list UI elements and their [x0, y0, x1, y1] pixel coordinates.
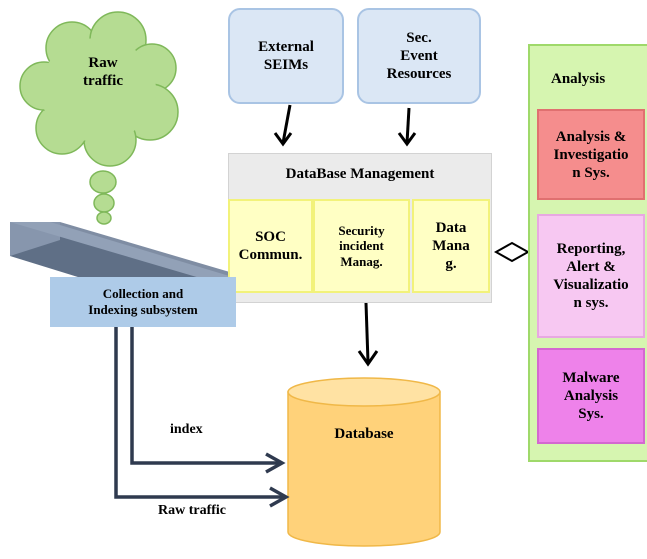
collection-to-database-lines — [114, 326, 290, 508]
raw-traffic-edge-label: Raw traffic — [158, 503, 227, 518]
malware-analysis-box: Malware Analysis Sys. — [537, 348, 645, 444]
database-cylinder — [287, 377, 441, 547]
cloud-label: Raw traffic — [83, 55, 123, 89]
collection-indexing-label: Collection and Indexing subsystem — [50, 277, 236, 327]
index-edge-label: index — [170, 422, 203, 437]
data-management-module: Data Mana g. — [412, 199, 490, 293]
analysis-title: Analysis — [551, 71, 606, 87]
arrows — [273, 104, 417, 367]
external-seims-box: External SEIMs — [228, 8, 344, 104]
aggregation-diamond-icon — [493, 241, 531, 263]
reporting-alert-box: Reporting, Alert & Visualizatio n sys. — [537, 214, 645, 338]
security-incident-module: Security incident Manag. — [313, 199, 410, 293]
raw-traffic-cloud — [19, 11, 179, 225]
database-management-title: DataBase Management — [285, 166, 435, 182]
soc-module: SOC Commun. — [228, 199, 313, 293]
database-label: Database — [334, 426, 394, 442]
analysis-investigation-box: Analysis & Investigatio n Sys. — [537, 109, 645, 200]
sec-event-resources-box: Sec. Event Resources — [357, 8, 481, 104]
